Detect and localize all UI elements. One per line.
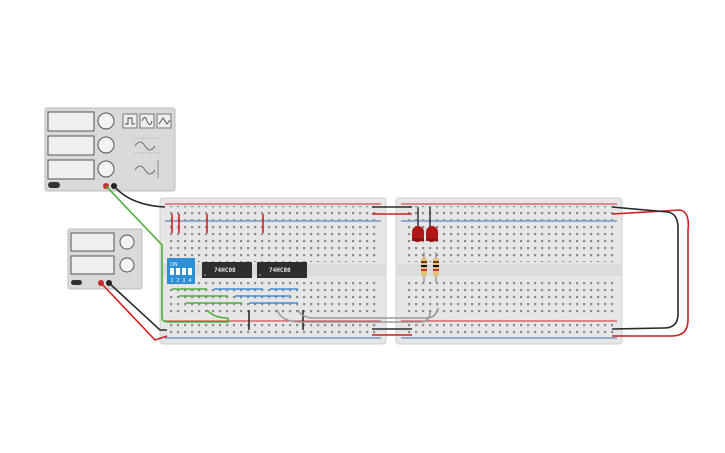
chip-74hc08-2[interactable]: 74HC08: [257, 262, 307, 278]
breadboard-right[interactable]: [395, 197, 623, 345]
dc-power-supply[interactable]: [67, 228, 143, 290]
dip-toggle-2[interactable]: [176, 268, 180, 275]
wire-black[interactable]: [108, 282, 167, 331]
dip-number-1: 1: [171, 278, 174, 284]
dip-number-4: 4: [189, 278, 192, 284]
function-generator[interactable]: [44, 107, 176, 192]
amplitude-indicator-icon: [134, 137, 160, 154]
dip-switch[interactable]: ON 1 2 3 4: [167, 258, 195, 284]
wire-grey[interactable]: [297, 307, 439, 319]
power-switch[interactable]: [48, 182, 60, 188]
resistor-2[interactable]: [433, 252, 439, 282]
wires[interactable]: [100, 185, 690, 341]
power-switch[interactable]: [71, 280, 82, 285]
dip-switch-on-label: ON: [170, 262, 178, 268]
triangle-wave-icon[interactable]: [156, 113, 172, 129]
dip-number-2: 2: [177, 278, 180, 284]
square-wave-icon[interactable]: [122, 113, 138, 129]
dip-number-3: 3: [183, 278, 186, 284]
chip-label: 74HC08: [214, 267, 236, 274]
dip-toggle-3[interactable]: [182, 268, 186, 275]
led-1[interactable]: [412, 226, 424, 242]
wire-black[interactable]: [611, 206, 679, 330]
wire-black[interactable]: [113, 185, 166, 208]
sine-wave-icon[interactable]: [139, 113, 155, 129]
wire-green[interactable]: [206, 309, 229, 319]
wire-red[interactable]: [611, 209, 690, 337]
offset-indicator-icon: [134, 160, 159, 178]
wire-red[interactable]: [100, 282, 168, 341]
wire-green[interactable]: [105, 185, 229, 323]
dip-toggle-1[interactable]: [170, 268, 174, 275]
resistor-1[interactable]: [421, 252, 427, 282]
chip-label: 74HC08: [269, 267, 291, 274]
chip-74hc08-1[interactable]: 74HC08: [202, 262, 252, 278]
dip-toggle-4[interactable]: [188, 268, 192, 275]
led-2[interactable]: [426, 226, 438, 242]
